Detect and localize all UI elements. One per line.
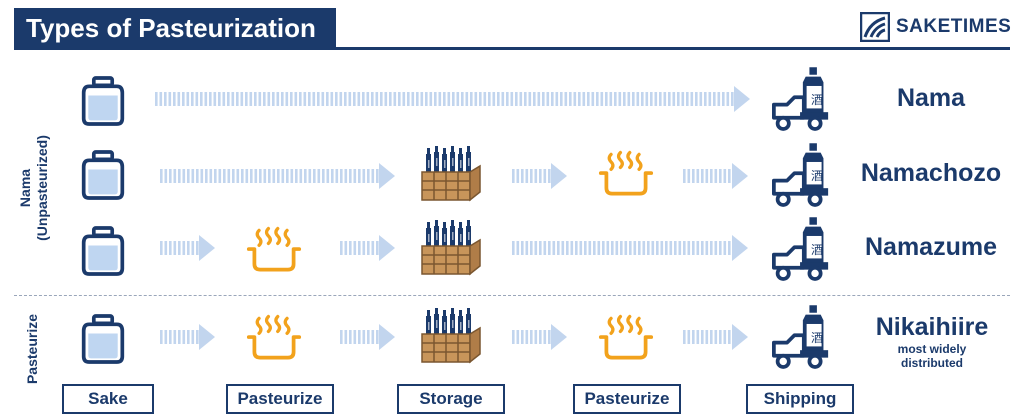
dashed-arrow-icon <box>512 233 748 263</box>
delivery-truck-icon: 酒 <box>772 142 830 210</box>
heated-pot-icon <box>246 226 302 274</box>
delivery-truck-icon: 酒 <box>772 216 830 284</box>
brand-name: SAKETIMES <box>896 16 1012 37</box>
dashed-arrow-icon <box>683 161 748 191</box>
title-banner <box>14 8 336 48</box>
bottle-label: 酒 <box>811 93 823 107</box>
delivery-truck-icon: 酒 <box>772 304 830 372</box>
delivery-truck-icon: 酒 <box>772 66 830 134</box>
dashed-arrow-icon <box>155 84 750 114</box>
bottle-crate-icon <box>420 306 484 366</box>
dashed-arrow-icon <box>160 233 215 263</box>
bottle-label: 酒 <box>811 169 823 183</box>
side-label-pasteurize: Pasteurize <box>24 313 40 385</box>
title-underline <box>14 47 1010 50</box>
row-name-nikaihiire: Nikaihiire <box>875 313 989 341</box>
dashed-arrow-icon <box>160 322 215 352</box>
side-label-nama-line2: (Unpasteurized) <box>34 135 50 241</box>
sake-jar-icon <box>80 312 126 366</box>
side-label-nama: Nama (Unpasteurized) <box>17 113 53 263</box>
stage-label-pasteurize-2: Pasteurize <box>573 384 681 414</box>
dashed-arrow-icon <box>512 161 567 191</box>
heated-pot-icon <box>598 150 654 198</box>
page-title: Types of Pasteurization <box>26 13 316 43</box>
bottle-label: 酒 <box>811 243 823 257</box>
bottle-label: 酒 <box>811 331 823 345</box>
stage-label-shipping: Shipping <box>746 384 854 414</box>
heated-pot-icon <box>246 314 302 362</box>
dashed-arrow-icon <box>683 322 748 352</box>
stage-label-storage: Storage <box>397 384 505 414</box>
dashed-arrow-icon <box>340 322 395 352</box>
row-name-namachozo: Namachozo <box>860 159 1002 187</box>
bottle-crate-icon <box>420 218 484 278</box>
dashed-arrow-icon <box>160 161 395 191</box>
side-label-nama-line1: Nama <box>17 168 33 208</box>
dashed-arrow-icon <box>512 322 567 352</box>
stage-label-pasteurize: Pasteurize <box>226 384 334 414</box>
saketimes-logo-icon <box>860 12 890 42</box>
row-name-nama: Nama <box>896 84 966 112</box>
row-note-nikaihiire: most widely distributed <box>897 342 967 370</box>
section-divider <box>14 295 1010 296</box>
dashed-arrow-icon <box>340 233 395 263</box>
sake-jar-icon <box>80 224 126 278</box>
bottle-crate-icon <box>420 144 484 204</box>
stage-label-sake: Sake <box>62 384 154 414</box>
row-name-namazume: Namazume <box>865 233 997 261</box>
sake-jar-icon <box>80 74 126 128</box>
heated-pot-icon <box>598 314 654 362</box>
sake-jar-icon <box>80 148 126 202</box>
brand: SAKETIMES <box>860 11 1011 43</box>
